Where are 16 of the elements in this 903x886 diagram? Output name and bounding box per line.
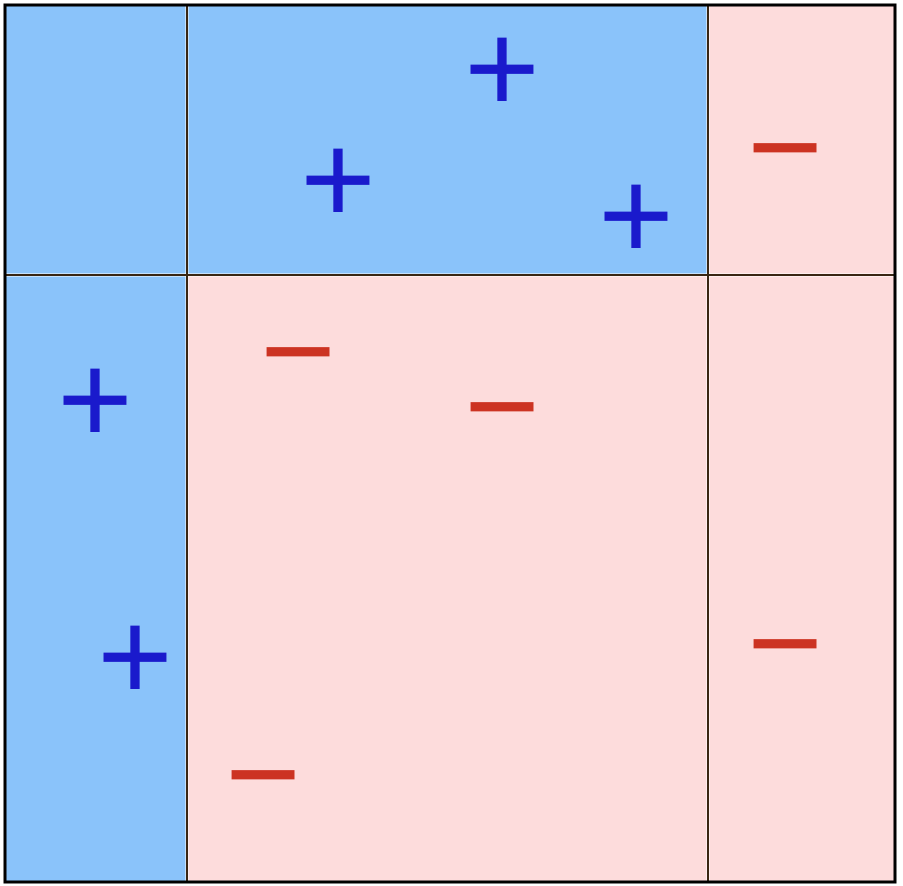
region-box (710, 6, 894, 274)
region-box (710, 276, 894, 880)
sign-symbol: − (266, 347, 330, 356)
sign-symbol: − (754, 639, 816, 648)
region-box (188, 276, 706, 880)
sign-symbol: + (470, 38, 534, 101)
sign-symbol: + (604, 184, 668, 248)
sign-symbol: − (470, 402, 534, 412)
sign-symbol: − (754, 143, 816, 152)
sign-symbol: + (306, 148, 370, 212)
sign-symbol: + (64, 368, 126, 432)
sign-symbol: − (232, 770, 294, 780)
region-box (6, 276, 186, 880)
region-box (6, 6, 186, 274)
region-box (188, 6, 706, 274)
sign-symbol: + (104, 626, 166, 689)
